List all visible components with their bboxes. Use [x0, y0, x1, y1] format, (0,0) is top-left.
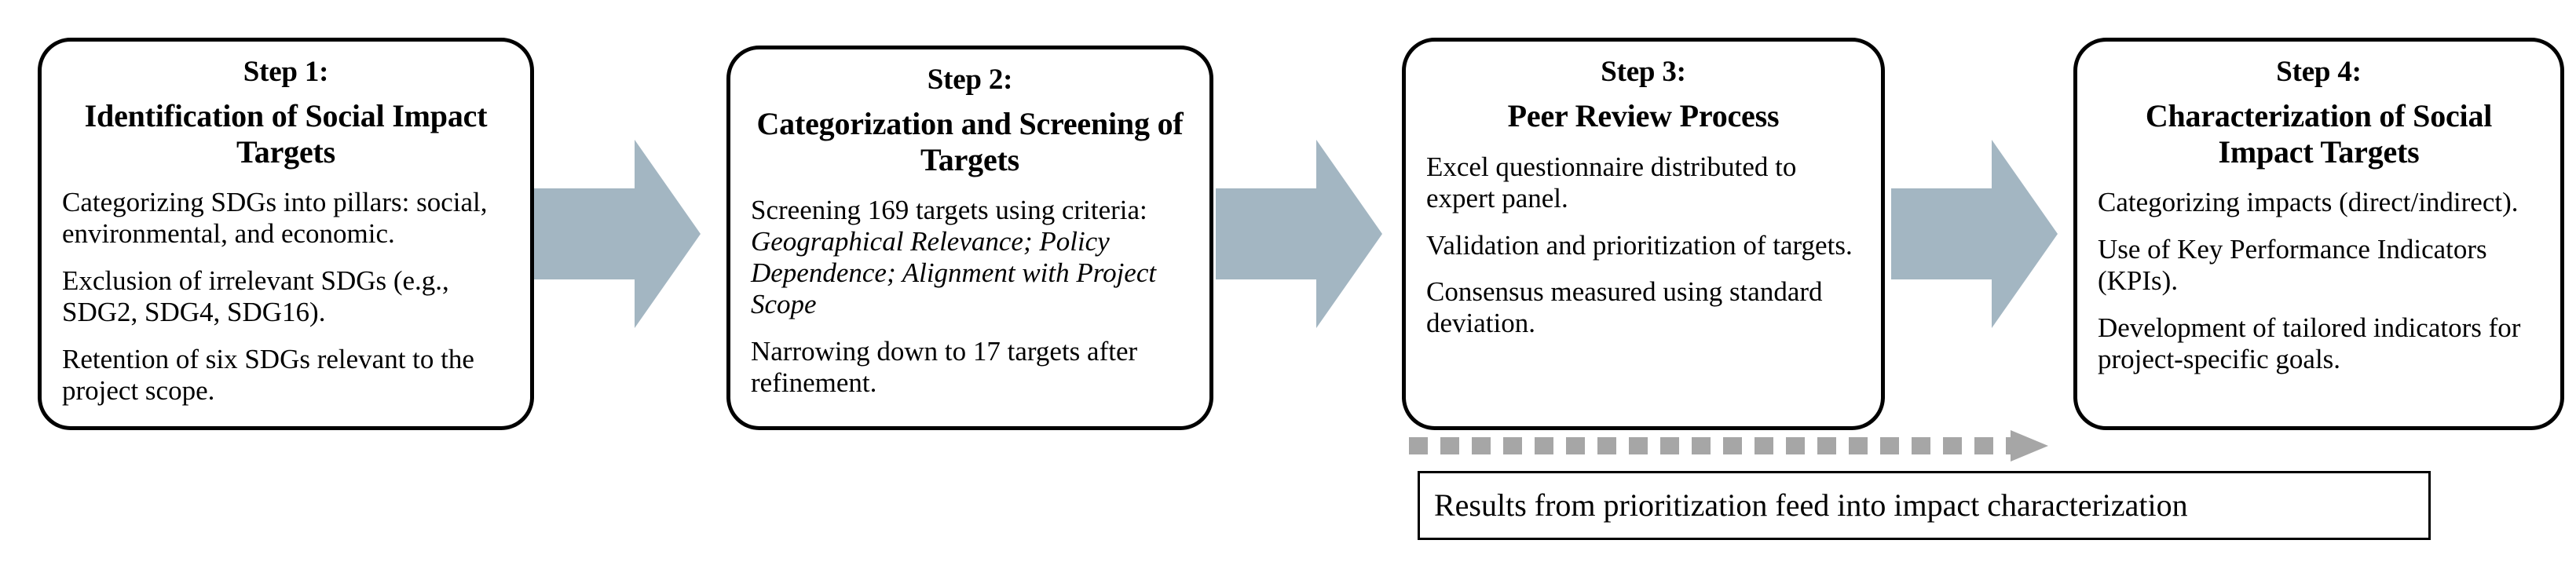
step-1-header: Step 1: Identification of Social Impact … [62, 56, 510, 170]
step-3-header: Step 3: Peer Review Process [1426, 56, 1861, 134]
step-4-number: Step 4: [2276, 56, 2362, 88]
step-box-4[interactable]: Step 4: Characterization of Social Impac… [2073, 38, 2564, 430]
step-4-header: Step 4: Characterization of Social Impac… [2098, 56, 2540, 170]
step-2-body: Screening 169 targets using criteria: Ge… [751, 195, 1189, 398]
step-2-bullet-1-plain: Screening 169 targets using criteria: [751, 195, 1147, 226]
step-3-body: Excel questionnaire distributed to exper… [1426, 151, 1861, 339]
step-box-3[interactable]: Step 3: Peer Review Process Excel questi… [1402, 38, 1885, 430]
step-2-title: Categorization and Screening of Targets [756, 106, 1184, 177]
step-1-body: Categorizing SDGs into pillars: social, … [62, 187, 510, 406]
step-2-header: Step 2: Categorization and Screening of … [751, 64, 1189, 177]
caption-text: Results from prioritization feed into im… [1434, 487, 2188, 523]
step-box-1[interactable]: Step 1: Identification of Social Impact … [38, 38, 534, 430]
step-2-number: Step 2: [927, 64, 1013, 96]
caption-box: Results from prioritization feed into im… [1418, 471, 2431, 540]
step-3-number: Step 3: [1601, 56, 1686, 88]
step-4-bullet-3: Development of tailored indicators for p… [2098, 312, 2521, 374]
step-4-title: Characterization of Social Impact Target… [2145, 98, 2493, 170]
step-box-2[interactable]: Step 2: Categorization and Screening of … [726, 46, 1213, 430]
step-2-bullet-1: Screening 169 targets using criteria: Ge… [751, 195, 1189, 320]
step-1-number: Step 1: [243, 56, 329, 88]
arrow-step2-to-step3-icon [1216, 140, 1382, 328]
step-4-body: Categorizing impacts (direct/indirect). … [2098, 187, 2540, 374]
feedback-dashed-arrow-icon [1406, 428, 2058, 464]
arrow-step3-to-step4-icon [1891, 140, 2058, 328]
step-4-bullet-2: Use of Key Performance Indicators (KPIs)… [2098, 234, 2487, 297]
step-2-bullet-1-criteria: Geographical Relevance; Policy Dependenc… [751, 226, 1157, 320]
step-2-bullet-2: Narrowing down to 17 targets after refin… [751, 335, 1138, 398]
arrow-step1-to-step2-icon [534, 140, 701, 328]
step-1-title: Identification of Social Impact Targets [84, 98, 488, 170]
step-1-bullet-2: Exclusion of irrelevant SDGs (e.g., SDG2… [62, 265, 449, 328]
step-1-bullet-1: Categorizing SDGs into pillars: social, … [62, 187, 488, 250]
step-4-bullet-1: Categorizing impacts (direct/indirect). [2098, 187, 2519, 218]
step-3-title: Peer Review Process [1507, 98, 1780, 134]
step-3-bullet-2: Validation and prioritization of targets… [1426, 229, 1853, 261]
step-1-bullet-3: Retention of six SDGs relevant to the pr… [62, 343, 474, 406]
step-3-bullet-3: Consensus measured using standard deviat… [1426, 276, 1823, 339]
step-3-bullet-1: Excel questionnaire distributed to exper… [1426, 151, 1797, 213]
